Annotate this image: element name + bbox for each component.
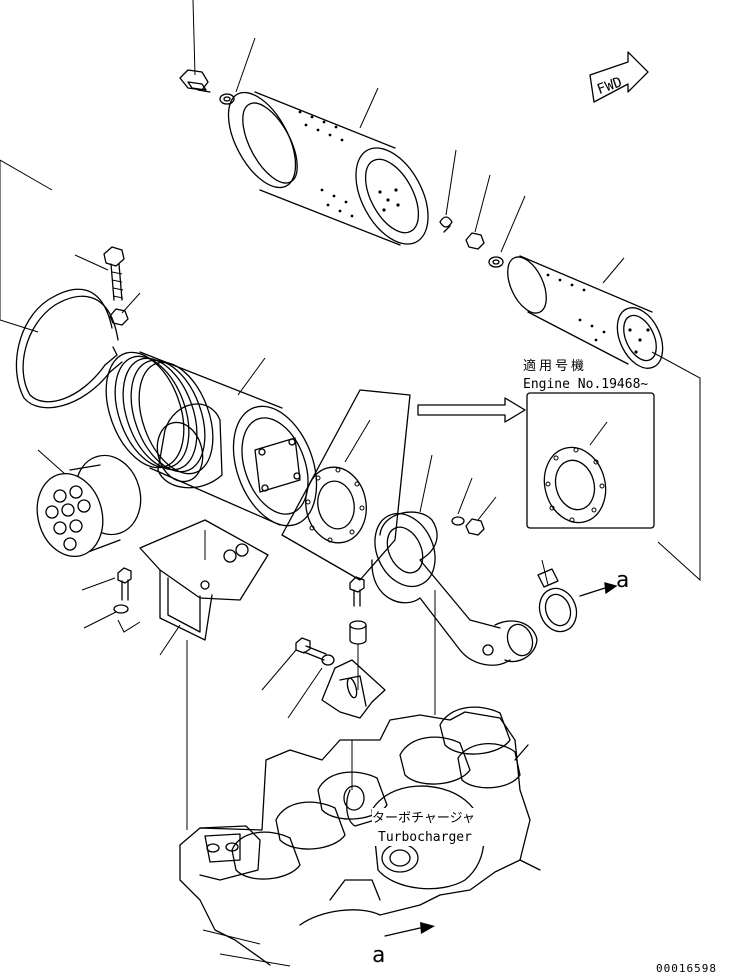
band-clamp bbox=[0, 159, 123, 409]
fwd-label: FWD bbox=[595, 74, 624, 98]
callout-jp: 適用号機 bbox=[523, 358, 587, 374]
clamp-bolt bbox=[74, 246, 125, 301]
ref-a-arrow-lower: a bbox=[372, 922, 435, 968]
center-bolt bbox=[349, 576, 365, 607]
ref-a-lower: a bbox=[372, 943, 385, 968]
air-cleaner-body bbox=[105, 351, 318, 527]
mounting-bracket bbox=[139, 519, 269, 641]
inner-element bbox=[507, 255, 664, 369]
outer-element bbox=[227, 87, 429, 246]
turbocharger-label: ターボチャージャ Turbocharger bbox=[372, 808, 494, 846]
wing-nut bbox=[179, 0, 211, 93]
gasket bbox=[281, 389, 411, 581]
bracket-washer bbox=[83, 604, 141, 633]
engine-block bbox=[179, 590, 541, 967]
clamp-nut bbox=[109, 292, 141, 326]
washer-top bbox=[219, 37, 256, 105]
washer-left-center bbox=[287, 654, 335, 719]
nut-middle bbox=[465, 174, 491, 250]
dust-pan bbox=[36, 449, 142, 558]
callout-arrow bbox=[417, 397, 526, 423]
long-leader-right bbox=[651, 351, 701, 582]
pipe-washer bbox=[451, 477, 473, 526]
support-bracket bbox=[321, 659, 386, 719]
spacer bbox=[349, 620, 367, 690]
intake-pipe bbox=[371, 454, 538, 666]
bolt-left-center bbox=[261, 637, 327, 691]
engine-callout: 適用号機 Engine No.19468~ bbox=[523, 358, 655, 529]
fwd-arrow-icon: FWD bbox=[589, 51, 649, 103]
callout-en: Engine No.19468~ bbox=[523, 377, 648, 392]
ref-a-upper: a bbox=[616, 568, 629, 593]
turbo-jp: ターボチャージャ bbox=[372, 811, 475, 826]
bracket-bolt bbox=[81, 567, 132, 601]
hose-clamp bbox=[537, 559, 578, 633]
washer-middle bbox=[488, 195, 526, 268]
clip bbox=[439, 149, 457, 233]
turbo-en: Turbocharger bbox=[378, 830, 472, 845]
pipe-nut bbox=[465, 496, 497, 536]
ref-a-arrow-upper: a bbox=[579, 568, 629, 597]
drawing-number: 00016598 bbox=[656, 962, 717, 975]
bracket-leader bbox=[159, 624, 181, 656]
